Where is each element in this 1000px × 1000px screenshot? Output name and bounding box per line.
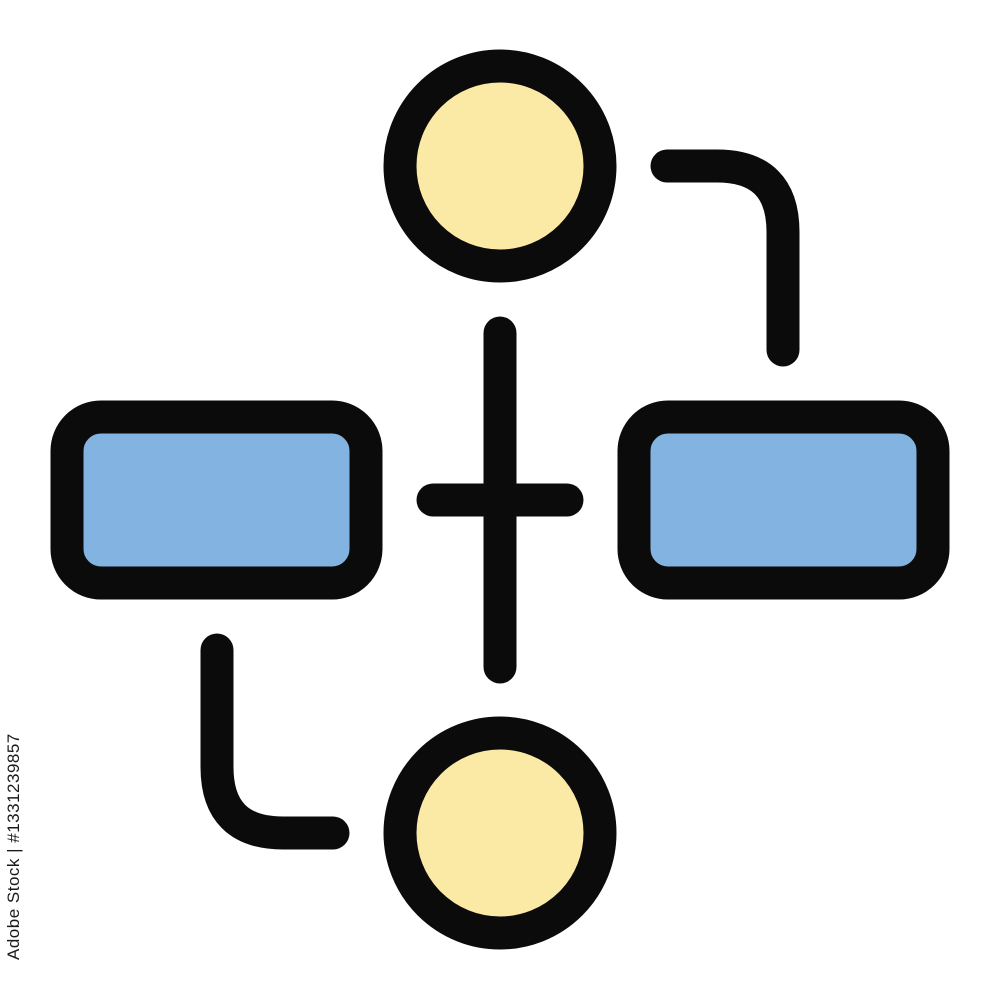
stock-id-watermark: Adobe Stock | #1331239857 bbox=[4, 733, 23, 960]
left-rect-node bbox=[50, 400, 383, 600]
top-right-connector bbox=[650, 149, 800, 367]
bottom-circle-node bbox=[383, 716, 617, 950]
bottom-left-connector bbox=[200, 633, 350, 850]
top-circle-node bbox=[383, 49, 617, 283]
right-rect-node bbox=[617, 400, 950, 600]
